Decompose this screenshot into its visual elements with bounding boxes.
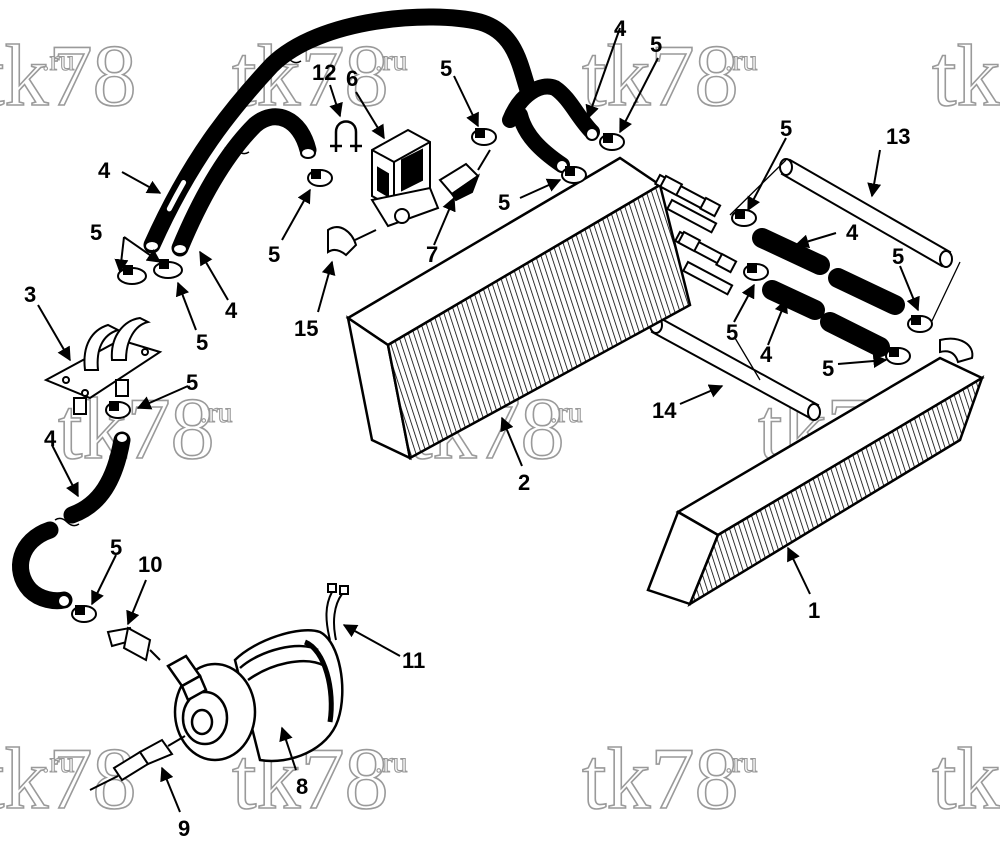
callout-12: 12	[312, 60, 336, 85]
fitting-7	[438, 149, 491, 202]
callout-5: 5	[186, 370, 198, 395]
hose-long-upper	[143, 8, 537, 254]
hose-clamp	[561, 166, 587, 184]
hoses	[12, 8, 600, 610]
hose-clamp	[743, 263, 769, 281]
hose-clamp	[71, 605, 97, 623]
svg-text:tk78: tk78	[932, 731, 1000, 828]
pipe-nipples	[659, 174, 738, 274]
hose-to-heater-top	[502, 78, 600, 140]
hose-fitting-10	[106, 626, 161, 662]
callout-9: 9	[178, 816, 190, 841]
callout-14: 14	[652, 398, 677, 423]
callout-4: 4	[846, 220, 859, 245]
outlet-fitting-9	[89, 735, 186, 791]
watermark: tk78 .ru	[0, 27, 137, 126]
heater-core-small	[646, 356, 985, 608]
callout-4: 4	[614, 16, 627, 41]
callout-11: 11	[402, 648, 425, 673]
callout-5: 5	[196, 330, 208, 355]
callout-6: 6	[346, 66, 358, 91]
svg-text:.ru: .ru	[550, 396, 583, 429]
callout-4: 4	[760, 342, 773, 367]
callout-3: 3	[24, 282, 36, 307]
heater-core	[345, 156, 735, 461]
water-pump	[166, 629, 344, 763]
callout-5: 5	[498, 190, 510, 215]
svg-text:tk78: tk78	[0, 731, 136, 828]
leader-arrows	[37, 27, 920, 813]
hose-clamp	[117, 265, 147, 285]
svg-text:.ru: .ru	[42, 44, 75, 77]
callout-2: 2	[518, 470, 530, 495]
watermark: tk78 .ru	[581, 27, 758, 126]
callout-7: 7	[426, 242, 438, 267]
svg-text:tk78: tk78	[582, 731, 738, 828]
hose-second-upper	[171, 108, 317, 257]
svg-text:.ru: .ru	[375, 44, 408, 77]
callout-5: 5	[822, 356, 834, 381]
callout-10: 10	[138, 552, 162, 577]
svg-text:tk78: tk78	[0, 28, 136, 125]
svg-text:tk78: tk78	[232, 731, 388, 828]
callout-15: 15	[294, 316, 318, 341]
short-hoses	[752, 228, 905, 357]
callout-5: 5	[726, 320, 738, 345]
callout-1: 1	[808, 598, 820, 623]
control-valve	[370, 128, 440, 228]
callout-5: 5	[110, 535, 122, 560]
watermark: tk78	[931, 27, 1000, 126]
callout-8: 8	[296, 774, 308, 799]
hose-clamp	[471, 128, 497, 146]
hose-lower-left-bend	[12, 521, 73, 610]
pump-wire-harness	[325, 583, 349, 641]
callout-labels: 1 2 3 4 4 4 4 4 4 5 5 5 5 5 5 5 5 5 5 5 …	[24, 16, 910, 841]
heater-core-fins	[386, 183, 692, 460]
callout-5: 5	[268, 242, 280, 267]
svg-text:.ru: .ru	[725, 44, 758, 77]
hose-ends	[57, 127, 599, 608]
elbow-fitting-15	[327, 226, 377, 257]
bracket-lines	[729, 159, 961, 381]
watermark: tk78 .ru	[0, 730, 137, 829]
callout-5: 5	[892, 244, 904, 269]
callout-5: 5	[90, 220, 102, 245]
hose-clamp	[599, 133, 625, 151]
svg-text:tk78: tk78	[582, 28, 738, 125]
mounting-flange	[43, 316, 163, 415]
svg-text:.ru: .ru	[725, 746, 758, 779]
hose-clamp	[885, 347, 911, 365]
hose-clamp	[907, 315, 933, 333]
callout-5: 5	[780, 116, 792, 141]
hose-clamp	[153, 259, 183, 279]
svg-text:.ru: .ru	[200, 396, 233, 429]
hose-clamp	[731, 209, 757, 227]
watermark: tk78 .ru	[231, 730, 408, 829]
svg-text:.ru: .ru	[42, 746, 75, 779]
elbow-fitting	[939, 337, 974, 364]
hose-clamp	[105, 401, 131, 419]
hose-clamp	[307, 169, 333, 187]
callout-4: 4	[98, 158, 111, 183]
callout-4: 4	[44, 426, 57, 451]
watermark: tk78 .ru	[581, 730, 758, 829]
svg-text:.ru: .ru	[375, 746, 408, 779]
svg-text:tk78: tk78	[932, 28, 1000, 125]
callout-4: 4	[225, 298, 238, 323]
hose-heater-mid	[512, 107, 570, 173]
heater-core-small-fins	[687, 375, 985, 608]
callout-13: 13	[886, 124, 910, 149]
callout-5: 5	[650, 32, 662, 57]
u-bolt	[330, 120, 362, 152]
hose-clamps	[71, 128, 933, 623]
callout-5: 5	[440, 56, 452, 81]
watermark: tk78	[931, 730, 1000, 829]
hose-break-marks	[54, 54, 302, 527]
hose-lower-left	[63, 431, 131, 524]
